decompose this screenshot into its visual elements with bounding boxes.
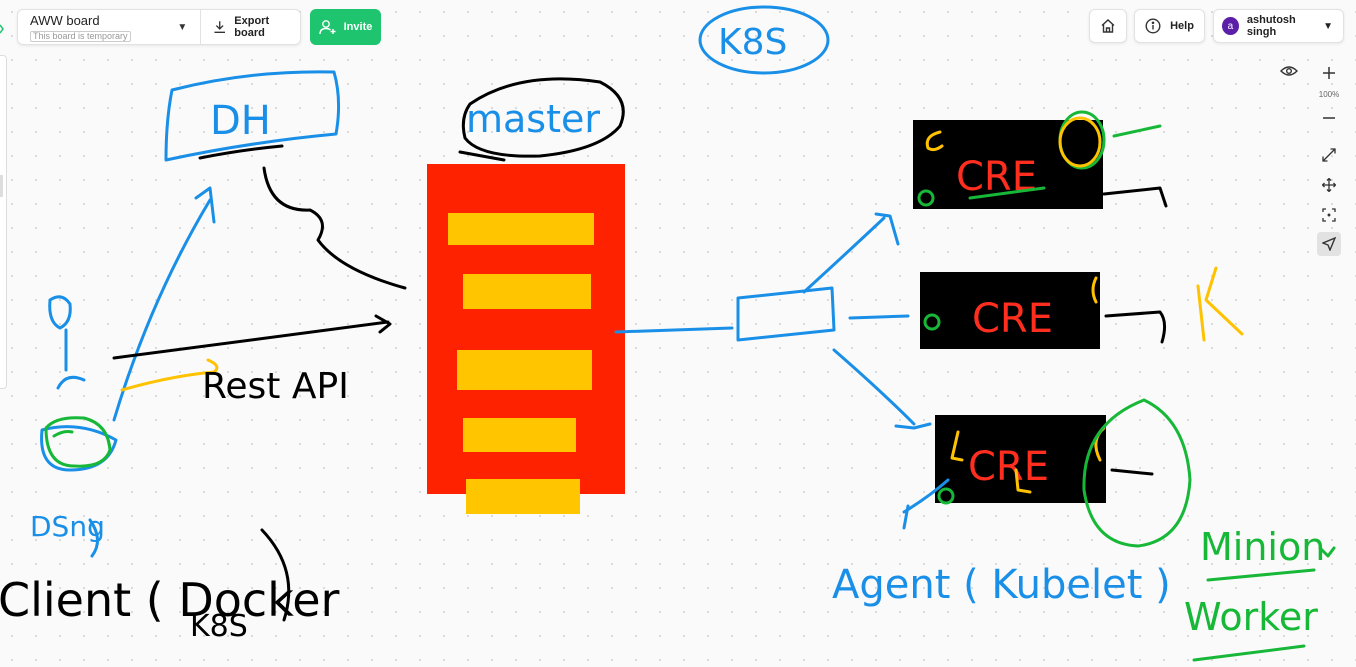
client-line2-text: K8S — [190, 609, 248, 644]
chevron-down-icon: ▼ — [1323, 20, 1333, 32]
network-sketch — [614, 212, 932, 430]
board-temporary-badge: This board is temporary — [30, 30, 131, 42]
board-bar: AWW board This board is temporary ▼ Expo… — [17, 9, 301, 45]
master-text: master — [466, 97, 600, 141]
fullscreen-button[interactable] — [1317, 143, 1341, 167]
worker-text: Worker — [1184, 595, 1318, 639]
docker-hub-sketch: DH — [164, 70, 407, 290]
user-menu-button[interactable]: a ashutosh singh ▼ — [1213, 9, 1344, 43]
labels-right-sketch: Agent ( Kubelet ) Minion Worker — [832, 525, 1336, 662]
left-panel-handle[interactable] — [0, 175, 3, 197]
download-icon — [214, 21, 225, 33]
divider — [199, 9, 201, 45]
left-toolbar-panel[interactable] — [0, 55, 7, 389]
client-sketch: Rest API DSng Client ( Docker K8S — [0, 186, 392, 644]
master-label-sketch: master — [458, 77, 625, 162]
add-user-icon — [318, 20, 336, 35]
invite-label: Invite — [343, 21, 373, 33]
k8s-title-text: K8S — [718, 22, 787, 63]
dh-text: DH — [210, 98, 271, 144]
pointer-icon — [1322, 237, 1336, 251]
board-dropdown-button[interactable]: ▼ — [171, 22, 194, 33]
chevron-down-icon: ▼ — [177, 21, 188, 33]
worker-node-2: CRE — [920, 266, 1244, 349]
zoom-level: 100% — [1318, 90, 1340, 99]
fit-screen-icon — [1322, 208, 1336, 222]
board-name[interactable]: AWW board — [30, 12, 100, 28]
export-board-button[interactable]: Export board — [201, 9, 300, 45]
pan-tool-button[interactable] — [1317, 173, 1341, 197]
plus-icon — [1323, 67, 1335, 79]
board-title-block[interactable]: AWW board This board is temporary — [18, 12, 171, 43]
left-accent-edge — [0, 22, 4, 34]
zoom-in-button[interactable] — [1317, 61, 1341, 85]
fit-screen-button[interactable] — [1317, 203, 1341, 227]
invite-button[interactable]: Invite — [310, 9, 381, 45]
worker-node-1: CRE — [913, 110, 1168, 209]
master-node — [427, 164, 625, 514]
help-label: Help — [1170, 20, 1194, 32]
home-icon — [1101, 19, 1115, 33]
agent-text: Agent ( Kubelet ) — [832, 562, 1171, 608]
cre-1-text: CRE — [956, 154, 1037, 200]
worker-node-3: CRE — [902, 398, 1192, 548]
expand-icon — [1322, 148, 1336, 162]
client-line1-text: Client ( Docker — [0, 573, 340, 627]
cre-3-text: CRE — [968, 444, 1049, 490]
pointer-tool-button[interactable] — [1317, 232, 1341, 256]
user-name: ashutosh singh — [1246, 14, 1296, 38]
move-icon — [1322, 178, 1336, 192]
help-button[interactable]: Help — [1134, 9, 1205, 43]
rest-api-text: Rest API — [202, 366, 349, 407]
k8s-title-sketch: K8S — [698, 5, 830, 75]
export-board-label: Export board — [234, 15, 270, 39]
minus-icon — [1323, 117, 1335, 119]
minion-text: Minion — [1200, 525, 1325, 569]
info-icon — [1145, 18, 1161, 34]
avatar: a — [1222, 17, 1239, 35]
eye-icon[interactable] — [1277, 59, 1301, 83]
zoom-out-button[interactable] — [1317, 106, 1341, 130]
home-button[interactable] — [1089, 9, 1127, 43]
cre-2-text: CRE — [972, 296, 1053, 342]
